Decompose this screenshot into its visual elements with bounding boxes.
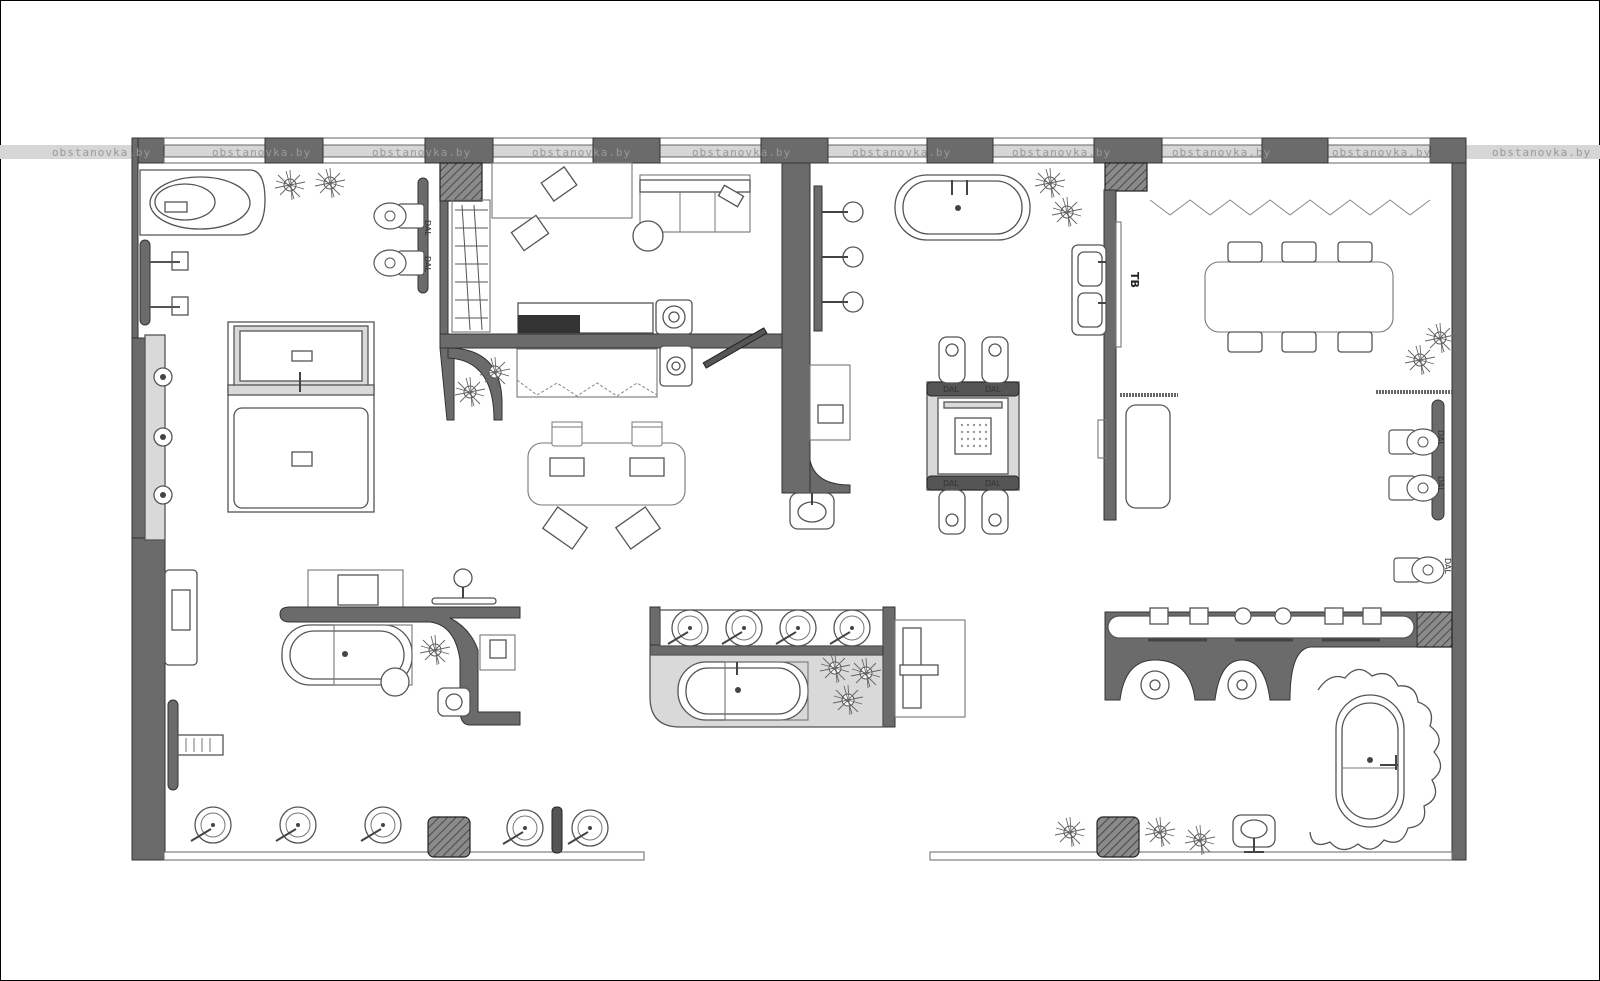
right-bottom-bathtub [1309, 668, 1442, 851]
watermark-text: obstanovka.by [52, 146, 151, 159]
watermark-text: obstanovka.by [1172, 146, 1271, 159]
chair-icon [631, 421, 663, 447]
toilet-icon [938, 336, 1009, 535]
plant-icon [1424, 322, 1456, 354]
bottom-right-area [1054, 814, 1276, 858]
toilet-label: DAL [943, 385, 959, 394]
curtain-zigzag [516, 348, 658, 398]
toilet-label: DAL [1436, 476, 1445, 492]
plant-icon [1051, 196, 1083, 228]
plant-icon [274, 169, 306, 201]
toilet-icon [1388, 428, 1440, 456]
office-room [451, 162, 751, 387]
toilet-label: DAL [1443, 558, 1452, 574]
watermark-text: obstanovka.by [212, 146, 311, 159]
toilet-label: DAL [1436, 430, 1445, 446]
washbasin-icon [502, 809, 544, 847]
toilet-label: DAL [423, 220, 432, 236]
tv-label: TB [1128, 272, 1141, 288]
plant-icon [1184, 824, 1216, 856]
plant-icon [1144, 816, 1176, 848]
top-left-bath-area [139, 167, 346, 316]
dining-table-right [1120, 199, 1456, 397]
toilet-icon [1388, 474, 1440, 502]
toilet-label: DAL [423, 256, 432, 272]
plant-icon [1034, 167, 1066, 199]
toilet-label: DAL [943, 479, 959, 488]
plant-icon [454, 376, 486, 408]
right-curved-vanity [1104, 607, 1418, 701]
center-bath-island [649, 606, 966, 728]
shower-trays [227, 321, 375, 513]
center-toilet-island: DAL DAL DAL DAL [926, 336, 1020, 535]
washbasin-icon [190, 806, 232, 844]
toilet-label: DAL [985, 385, 1001, 394]
right-dal-toilets: DAL DAL DAL [1388, 428, 1452, 584]
curved-vanity-bath [279, 568, 521, 726]
plant-icon [1404, 344, 1436, 376]
washbasin-icon [360, 806, 402, 844]
toilet-icon [373, 249, 425, 277]
right-room-wall: TB [1071, 221, 1171, 509]
watermark-text-row: obstanovka.by obstanovka.by obstanovka.b… [52, 146, 1591, 159]
watermark-text: obstanovka.by [1492, 146, 1591, 159]
freestanding-bathtub-top [894, 167, 1083, 241]
toilet-icon [1393, 556, 1445, 584]
toilet-icon [373, 202, 425, 230]
plant-icon [314, 167, 346, 199]
watermark-text: obstanovka.by [372, 146, 471, 159]
plant-icon [1054, 816, 1086, 848]
watermark-text: obstanovka.by [852, 146, 951, 159]
left-dal-toilets: DAL DAL [373, 202, 432, 277]
watermark-text: obstanovka.by [1332, 146, 1431, 159]
bottom-basin-row [190, 806, 609, 858]
chair-icon [1227, 241, 1373, 353]
toilet-label: DAL [985, 479, 1001, 488]
partition-basins [789, 201, 864, 530]
watermark-text: obstanovka.by [1012, 146, 1111, 159]
washbasin-icon [275, 806, 317, 844]
watermark-text: obstanovka.by [692, 146, 791, 159]
left-wall-basins [144, 334, 173, 541]
interior-partitions [139, 162, 1445, 791]
watermark-text: obstanovka.by [532, 146, 631, 159]
dining-table-center [527, 421, 686, 550]
washbasin-icon [567, 809, 609, 847]
chair-icon [551, 421, 583, 447]
left-bottom-area [164, 569, 224, 756]
plant-icon [419, 634, 451, 666]
